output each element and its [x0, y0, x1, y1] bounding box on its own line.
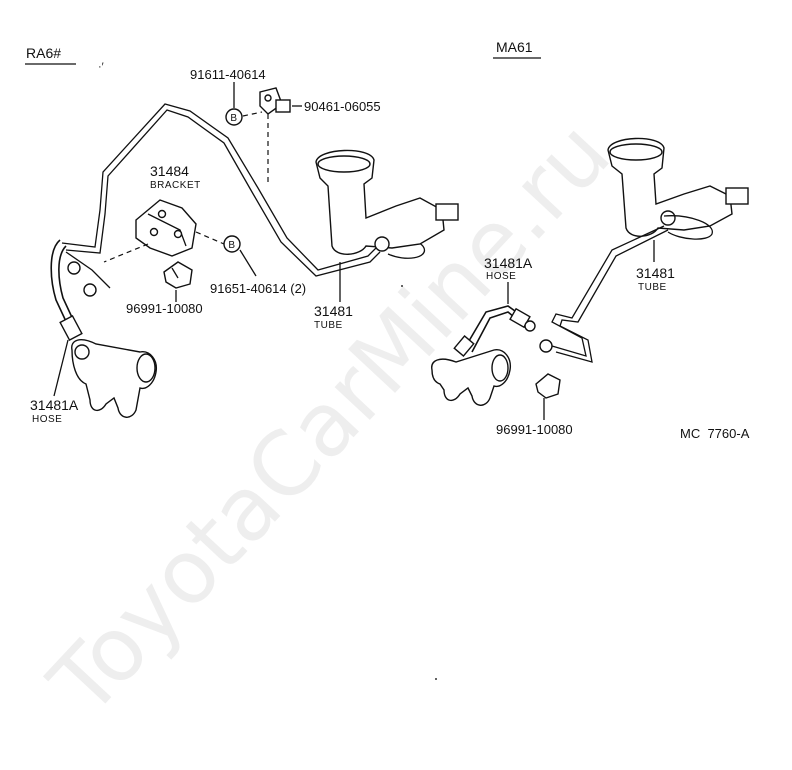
hose-fitting-right-2	[453, 335, 475, 357]
release-cylinder-right	[431, 349, 511, 406]
variant-label-left: RA6#	[26, 45, 61, 61]
label-tube-left: TUBE	[314, 320, 343, 331]
hose-31481a-right	[453, 305, 536, 357]
leader-lines-left	[53, 82, 341, 397]
label-bracket: BRACKET	[150, 180, 201, 191]
figure-id: MC 7760-A	[680, 426, 750, 441]
cylinder-connector-left	[435, 203, 459, 221]
hose-nut-left-2	[83, 283, 97, 297]
label-hose-right: HOSE	[486, 271, 516, 282]
tube-nut-right	[539, 339, 553, 353]
hose-fitting-left	[59, 314, 83, 342]
master-cylinder-left	[315, 149, 459, 255]
speck	[435, 678, 437, 680]
label-90461-06055: 90461-06055	[304, 99, 381, 114]
callout-b2-label: B	[228, 240, 235, 251]
union-fitting-left	[259, 87, 291, 115]
clip-96991-left	[163, 261, 193, 289]
label-31481-right: 31481	[636, 265, 675, 281]
joint-line-left	[65, 251, 111, 289]
leader-lines-right	[507, 240, 655, 420]
label-31484: 31484	[150, 163, 189, 179]
tube-31481-right	[539, 215, 713, 363]
label-hose-left: HOSE	[32, 414, 62, 425]
label-91651-40614: 91651-40614 (2)	[210, 281, 306, 296]
label-tube-right: TUBE	[638, 282, 667, 293]
master-cylinder-right	[607, 137, 749, 237]
tube-31481-left	[61, 103, 425, 277]
hose-nut-left	[67, 261, 81, 275]
cylinder-connector-right	[725, 187, 749, 205]
callout-b1-circle	[225, 108, 243, 126]
label-31481a-left: 31481A	[30, 397, 79, 413]
release-cylinder-left	[71, 339, 157, 418]
speck-2	[401, 285, 403, 287]
label-31481-left: 31481	[314, 303, 353, 319]
hose-31481a-left	[50, 239, 97, 342]
callout-b1-label: B	[230, 113, 237, 124]
label-96991-10080-right: 96991-10080	[496, 422, 573, 437]
hose-nut-right	[524, 320, 536, 332]
label-91611-40614: 91611-40614	[190, 67, 266, 82]
clip-96991-right	[535, 373, 561, 399]
bracket-31484	[135, 199, 197, 257]
label-96991-10080-left: 96991-10080	[126, 301, 203, 316]
variant-label-right: MA61	[496, 39, 533, 55]
stray-mark: ·′	[98, 61, 104, 73]
label-31481a-right: 31481A	[484, 255, 533, 271]
